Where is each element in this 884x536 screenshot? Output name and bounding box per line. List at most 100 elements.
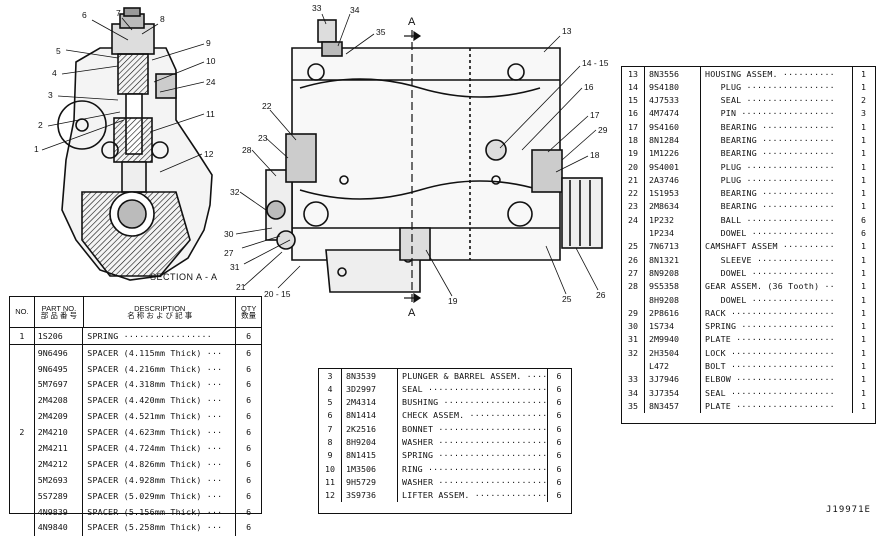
row-no: 10	[319, 462, 342, 476]
callout: 18	[590, 150, 600, 160]
section-a-a-view	[57, 7, 213, 281]
part-description: SPACER (4.318mm Thick) ···	[83, 376, 237, 393]
part-number: 3J7946	[645, 372, 701, 387]
part-description: PLATE ···················	[701, 332, 853, 347]
part-number: 9S4160	[645, 120, 701, 134]
row-no: 13	[622, 67, 645, 81]
callout: 25	[562, 294, 572, 304]
part-description: SPACER (4.115mm Thick) ···	[83, 344, 237, 361]
row-no: 19	[622, 146, 645, 161]
part-description: WASHER ·······················	[398, 435, 548, 449]
part-qty: 6	[556, 424, 562, 433]
row-no	[622, 226, 645, 240]
row-no: 5	[319, 395, 342, 409]
part-qty: 1	[861, 202, 866, 211]
row-no	[10, 376, 35, 393]
callout: 5	[56, 46, 61, 56]
part-number: 8N3556	[645, 67, 701, 81]
part-qty: 6	[246, 364, 252, 373]
part-number: 9S5358	[645, 279, 701, 294]
part-number: 5M7697	[35, 376, 84, 393]
part-number: 4J7533	[645, 93, 701, 107]
part-qty: 6	[246, 444, 252, 453]
part-qty: 1	[861, 162, 866, 171]
part-number: 8N1284	[645, 133, 701, 147]
callout: 7	[116, 8, 121, 18]
part-description: CAMSHAFT ASSEM ··········	[701, 239, 853, 254]
part-number: 8N1414	[342, 408, 398, 423]
callout: 2	[38, 120, 43, 130]
part-description: SEAL ·················	[701, 93, 853, 107]
table-row: 8H9208 DOWEL ················1	[622, 293, 875, 307]
part-description: SPACER (5.156mm Thick) ···	[83, 503, 237, 520]
part-qty: 6	[246, 428, 252, 437]
part-description: BEARING ··············	[701, 146, 853, 161]
part-qty: 1	[861, 388, 866, 397]
part-number: 3D2997	[342, 382, 398, 396]
row-no: 17	[622, 120, 645, 134]
callout: A	[408, 307, 416, 319]
part-number: 5S7289	[35, 487, 84, 504]
part-description: PLUG ·················	[701, 173, 853, 187]
callout: 9	[206, 38, 211, 48]
row-no: 30	[622, 319, 645, 333]
row-no	[10, 360, 35, 377]
part-qty: 6	[246, 459, 252, 469]
part-description: SPACER (4.826mm Thick) ···	[83, 456, 237, 473]
part-qty: 6	[246, 523, 252, 532]
part-qty: 1	[861, 135, 866, 145]
part-description: BALL ·················	[701, 213, 853, 227]
part-number: 2P8616	[645, 306, 701, 320]
callout: A	[408, 16, 416, 28]
callout: 12	[204, 149, 214, 159]
row-no: 18	[622, 133, 645, 147]
part-description: SPRING ·······················	[398, 448, 548, 463]
row-no: 31	[622, 332, 645, 347]
header-no: NO.	[10, 297, 35, 327]
callout: 35	[376, 27, 386, 37]
row-no: 35	[622, 399, 645, 413]
part-qty: 1	[861, 282, 866, 291]
callout: 24	[206, 77, 216, 87]
row-no: 24	[622, 213, 645, 227]
row-no	[622, 359, 645, 373]
row-no: 6	[319, 408, 342, 423]
part-qty: 2	[861, 96, 866, 105]
leader-lines-center	[235, 13, 599, 297]
part-number: 8H9204	[342, 435, 398, 449]
pump-housing-view	[265, 19, 603, 293]
part-description: BEARING ··············	[701, 199, 853, 214]
part-description: DOWEL ················	[701, 226, 853, 240]
part-number: 2M4211	[35, 440, 84, 457]
part-number: 5M2693	[35, 472, 84, 488]
row-no: 21	[622, 173, 645, 187]
part-description: BEARING ··············	[701, 133, 853, 147]
callout: 3	[48, 90, 53, 100]
row-no	[10, 344, 35, 361]
row-no: 4	[319, 382, 342, 396]
part-number: 4N9840	[35, 519, 84, 536]
